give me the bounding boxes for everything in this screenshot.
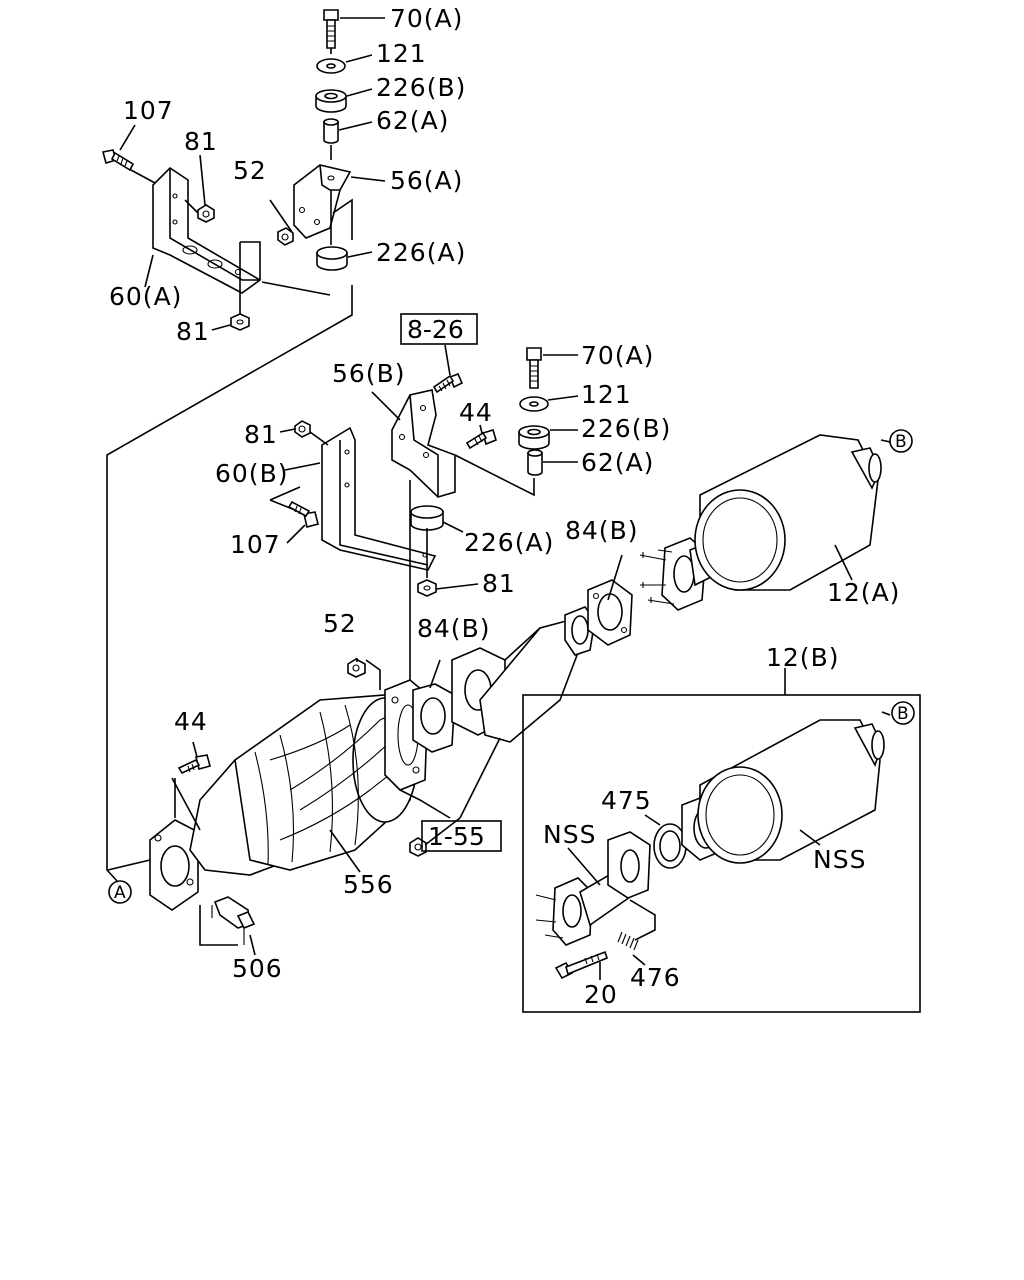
gasket-84b-right[interactable] xyxy=(587,579,633,646)
bracket-56a[interactable] xyxy=(293,164,352,239)
label-226b-top: 226(B) xyxy=(376,73,466,102)
label-107-mid: 107 xyxy=(230,530,281,559)
label-226a-mid: 226(A) xyxy=(464,528,554,557)
label-226a-top: 226(A) xyxy=(376,238,466,267)
label-226b-right: 226(B) xyxy=(581,414,671,443)
nut-81-mid[interactable] xyxy=(230,313,250,331)
label-81-top: 81 xyxy=(184,127,218,156)
label-62a-top: 62(A) xyxy=(376,106,449,135)
svg-text:B: B xyxy=(897,704,909,724)
label-52-low: 52 xyxy=(323,609,357,638)
ref-1-55-text: 1-55 xyxy=(428,822,485,851)
label-44-mid: 44 xyxy=(459,398,493,427)
top-mount-stack xyxy=(102,9,386,883)
label-121-right: 121 xyxy=(581,380,632,409)
bolt-44-mid[interactable] xyxy=(465,429,497,450)
ref-box-8-26[interactable]: 8-26 xyxy=(400,313,478,345)
rubber-226b-right[interactable] xyxy=(518,425,550,450)
middle-mount xyxy=(269,344,579,688)
label-52-top: 52 xyxy=(233,156,267,185)
circle-marker-a: A xyxy=(108,880,132,904)
ref-8-26-text: 8-26 xyxy=(407,315,464,344)
bracket-60a[interactable] xyxy=(152,166,262,294)
label-nss-left: NSS xyxy=(543,820,596,849)
collar-62a-right[interactable] xyxy=(527,449,543,476)
label-12b: 12(B) xyxy=(766,643,839,672)
rubber-226b-top[interactable] xyxy=(315,89,347,113)
label-81-low: 81 xyxy=(482,569,516,598)
nss-assembly[interactable] xyxy=(535,711,891,980)
collar-62a-top[interactable] xyxy=(323,118,339,144)
nut-1-55[interactable] xyxy=(409,837,427,857)
label-70a-right: 70(A) xyxy=(581,341,654,370)
label-nss-right: NSS xyxy=(813,845,866,874)
nss-box xyxy=(522,694,921,1013)
label-44-low: 44 xyxy=(174,707,208,736)
bolt-70a-right[interactable] xyxy=(526,347,542,389)
label-12a: 12(A) xyxy=(827,578,900,607)
nut-52-low[interactable] xyxy=(347,658,366,678)
label-476: 476 xyxy=(630,963,681,992)
rubber-226a-top[interactable] xyxy=(316,246,348,271)
label-20: 20 xyxy=(584,980,618,1009)
label-506: 506 xyxy=(232,954,283,983)
label-84b-mid: 84(B) xyxy=(417,614,490,643)
label-60a: 60(A) xyxy=(109,282,182,311)
nut-52-top[interactable] xyxy=(277,227,294,246)
washer-121-top[interactable] xyxy=(316,58,346,74)
label-475: 475 xyxy=(601,786,652,815)
circle-marker-b-top: B xyxy=(889,429,913,453)
label-107-top: 107 xyxy=(123,96,174,125)
label-84b-right: 84(B) xyxy=(565,516,638,545)
label-121-top: 121 xyxy=(376,39,427,68)
label-81-mid: 81 xyxy=(176,317,210,346)
clamp-506[interactable] xyxy=(211,896,256,945)
gasket-84b-mid[interactable] xyxy=(412,683,456,753)
svg-text:A: A xyxy=(114,883,126,903)
nut-81-low[interactable] xyxy=(417,579,437,597)
bolt-8-26[interactable] xyxy=(432,372,464,394)
nut-81-left[interactable] xyxy=(294,420,311,438)
ref-box-1-55[interactable]: 1-55 xyxy=(421,820,502,852)
bolt-107-mid[interactable] xyxy=(287,500,319,528)
svg-text:B: B xyxy=(895,432,907,452)
converter-leaders xyxy=(107,658,501,956)
label-56a: 56(A) xyxy=(390,166,463,195)
bolt-107-top[interactable] xyxy=(102,149,135,172)
label-556: 556 xyxy=(343,870,394,899)
label-60b: 60(B) xyxy=(215,459,288,488)
washer-121-right[interactable] xyxy=(519,396,549,412)
converter-556[interactable] xyxy=(149,679,429,911)
nut-81-top[interactable] xyxy=(197,204,215,223)
bracket-56b[interactable] xyxy=(391,389,456,498)
label-81-left: 81 xyxy=(244,420,278,449)
label-62a-right: 62(A) xyxy=(581,448,654,477)
part-labels: 70(A) 121 226(B) 62(A) 56(A) 226(A) 107 … xyxy=(109,4,900,1009)
label-56b: 56(B) xyxy=(332,359,405,388)
bolt-70a-top[interactable] xyxy=(323,9,339,49)
rubber-226a-mid[interactable] xyxy=(410,505,444,531)
bolt-44-low[interactable] xyxy=(177,754,211,775)
label-70a-top: 70(A) xyxy=(390,4,463,33)
exhaust-elbow[interactable] xyxy=(451,606,596,743)
circle-marker-b-low: B xyxy=(891,701,915,725)
muffler-12a[interactable] xyxy=(607,434,891,611)
